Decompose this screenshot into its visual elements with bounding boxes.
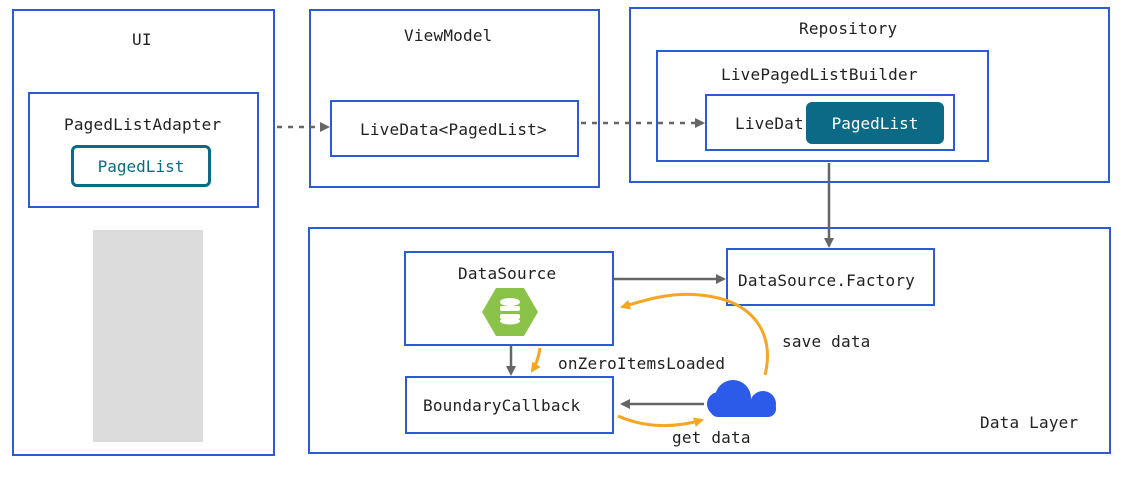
repository-paged-list-chip: PagedList bbox=[806, 102, 944, 144]
datasource-label: DataSource bbox=[458, 264, 557, 283]
database-icon bbox=[482, 288, 538, 336]
repository-livedata-label: LiveDat bbox=[735, 114, 804, 133]
viewmodel-title: ViewModel bbox=[404, 26, 493, 45]
on-zero-items-loaded-arrow bbox=[530, 347, 542, 373]
viewmodel-panel bbox=[309, 9, 600, 188]
boundary-callback-box bbox=[405, 376, 614, 434]
on-zero-items-loaded-label: onZeroItemsLoaded bbox=[558, 354, 726, 373]
datasource-factory-label: DataSource.Factory bbox=[738, 271, 915, 290]
ui-paged-list-chip: PagedList bbox=[71, 145, 211, 187]
boundary-callback-label: BoundaryCallback bbox=[423, 396, 581, 415]
viewmodel-livedata-label: LiveData<PagedList> bbox=[360, 120, 547, 139]
cloud-icon bbox=[707, 380, 776, 417]
paged-list-adapter-label: PagedListAdapter bbox=[64, 115, 222, 134]
data-layer-title: Data Layer bbox=[980, 413, 1079, 432]
repository-title: Repository bbox=[799, 19, 898, 38]
get-data-arrow bbox=[617, 414, 704, 428]
save-data-arrow bbox=[620, 292, 769, 376]
paged-list-adapter-box bbox=[28, 92, 259, 208]
datasource-factory-box bbox=[726, 248, 935, 306]
ui-title: UI bbox=[132, 30, 152, 49]
get-data-label: get data bbox=[672, 428, 751, 447]
viewmodel-livedata-box bbox=[330, 100, 579, 157]
list-placeholder bbox=[93, 230, 203, 442]
live-paged-list-builder-label: LivePagedListBuilder bbox=[721, 65, 918, 84]
save-data-label: save data bbox=[782, 332, 871, 351]
